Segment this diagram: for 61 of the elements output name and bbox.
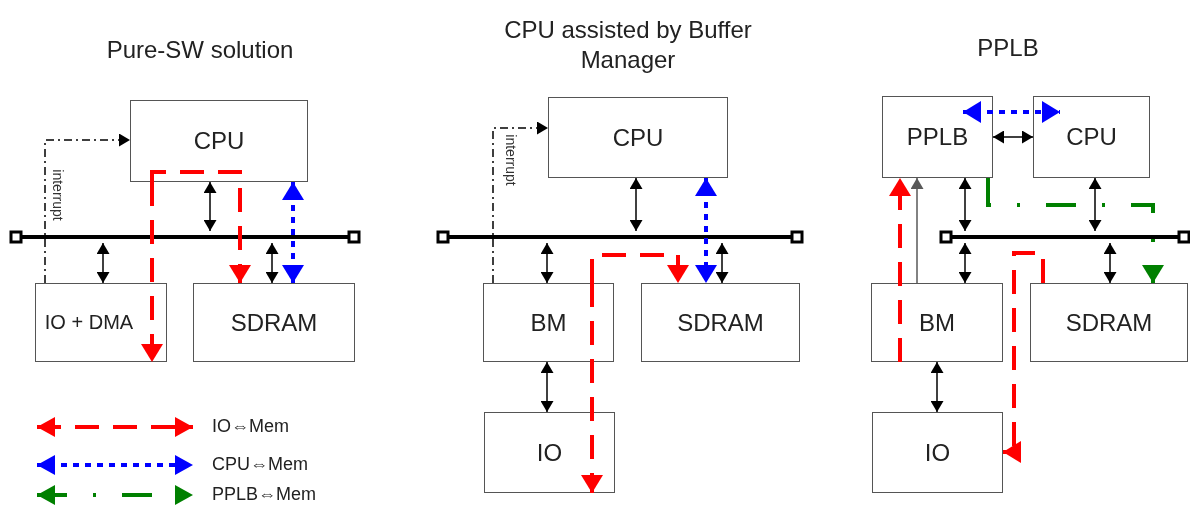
component-box	[193, 283, 355, 362]
legend-label: IO⇔Mem	[212, 416, 289, 437]
legend-label: PPLB⇔Mem	[212, 484, 317, 505]
arrow	[889, 178, 911, 362]
arrow	[265, 242, 279, 284]
arrow	[629, 177, 643, 232]
arrow	[1003, 251, 1045, 463]
box-label: SDRAM	[1065, 308, 1153, 337]
component-box	[641, 283, 800, 362]
arrow	[44, 133, 131, 284]
arrow	[695, 178, 717, 283]
arrow	[492, 121, 549, 284]
component-box	[882, 96, 993, 178]
component-box	[1033, 96, 1150, 178]
arrow	[540, 242, 554, 284]
component-box	[35, 283, 167, 362]
arrow	[1088, 177, 1102, 232]
arrow	[910, 177, 924, 284]
arrow	[282, 182, 304, 283]
arrow	[1103, 242, 1117, 284]
component-box	[871, 283, 1003, 362]
arrow	[715, 242, 729, 284]
box-label: CPU	[1066, 123, 1117, 151]
box-label: IO	[924, 438, 951, 467]
system-bus	[437, 231, 803, 243]
arrow	[96, 242, 110, 284]
edge-label: interrupt	[50, 169, 65, 221]
arrow	[581, 283, 603, 493]
legend-label: CPU⇔Mem	[212, 454, 308, 475]
box-label: CPU	[612, 123, 664, 152]
arrow	[930, 361, 944, 413]
arrow	[963, 101, 1060, 123]
box-label: IO	[536, 438, 563, 467]
panel-title: PPLB	[976, 33, 1040, 63]
component-box	[872, 412, 1003, 493]
box-label: BM	[919, 308, 955, 337]
box-label: CPU	[193, 127, 245, 155]
system-bus	[10, 231, 360, 243]
box-label: IO + DMA	[44, 311, 134, 334]
system-bus	[940, 231, 1190, 243]
arrow	[590, 253, 689, 283]
component-box	[483, 283, 614, 362]
box-label: PPLB	[906, 123, 969, 151]
arrow	[540, 361, 554, 413]
arrow	[203, 181, 217, 232]
arrow	[150, 170, 251, 283]
edge-label: interrupt	[503, 134, 518, 186]
box-label: SDRAM	[230, 308, 318, 337]
box-label: SDRAM	[677, 308, 764, 337]
component-box	[1030, 283, 1188, 362]
component-box	[548, 97, 728, 178]
panel-title: Pure-SW solution	[105, 35, 295, 65]
arrow	[986, 178, 1164, 283]
arrow	[958, 242, 972, 284]
component-box	[130, 100, 308, 182]
arrow	[141, 182, 163, 362]
arrow	[958, 177, 972, 232]
component-box	[484, 412, 615, 493]
panel-title: CPU assisted by Buffer Manager	[503, 15, 753, 75]
arrow	[992, 130, 1034, 144]
box-label: BM	[530, 308, 567, 337]
